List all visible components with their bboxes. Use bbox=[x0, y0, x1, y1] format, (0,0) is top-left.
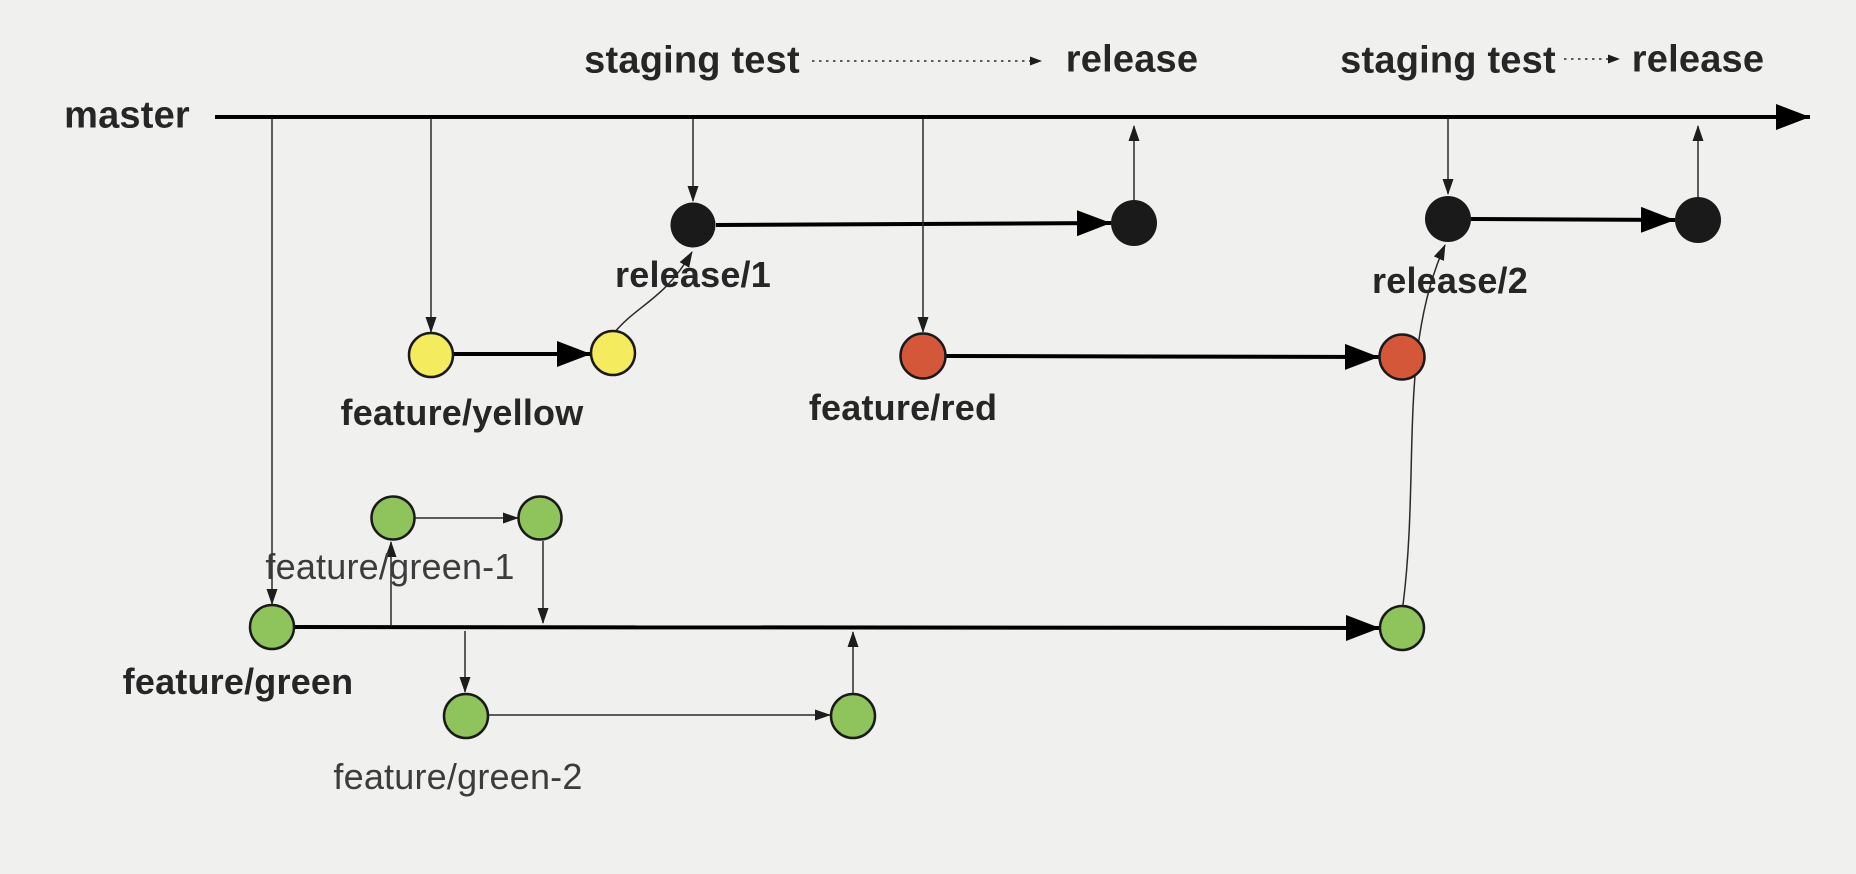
green-commit-dot-1 bbox=[248, 603, 296, 651]
green2-commit-dot-2 bbox=[829, 692, 877, 740]
green1-commit-dot-2 bbox=[517, 495, 563, 541]
release2-commit-dot-1 bbox=[1425, 196, 1471, 242]
yellow-commit-dot-2 bbox=[589, 329, 637, 377]
red-commit-dot-2 bbox=[1378, 333, 1426, 381]
release1-branch-line bbox=[715, 210, 1112, 237]
feature-green-branch-line bbox=[294, 614, 1381, 641]
feature-green-label: feature/green bbox=[122, 661, 354, 702]
feature-green-1-label: feature/green-1 bbox=[265, 546, 515, 587]
green-commit-dot-2 bbox=[1378, 604, 1426, 652]
release-label-1: release bbox=[1065, 38, 1199, 81]
release2-commit-dot-2 bbox=[1675, 197, 1721, 243]
staging-test-label-2: staging test bbox=[1340, 39, 1556, 82]
green2-commit-dot-1 bbox=[442, 692, 490, 740]
feature-yellow-label: feature/yellow bbox=[340, 392, 584, 433]
release1-commit-dot-2 bbox=[1111, 200, 1157, 246]
release1-branch-label: release/1 bbox=[615, 254, 771, 295]
release2-branch-line bbox=[1470, 206, 1676, 233]
release2-branch-label: release/2 bbox=[1372, 260, 1528, 301]
green-to-release2-merge-curve bbox=[1402, 244, 1446, 606]
feature-red-branch-line bbox=[945, 343, 1380, 370]
yellow-commit-dot-1 bbox=[407, 331, 455, 379]
feature-green-2-label: feature/green-2 bbox=[333, 756, 583, 797]
feature-red-label: feature/red bbox=[808, 387, 998, 428]
master-branch-label: master bbox=[64, 94, 190, 137]
release1-commit-dot-1 bbox=[670, 202, 716, 248]
green1-commit-dot-1 bbox=[370, 495, 416, 541]
red-commit-dot-1 bbox=[899, 332, 947, 380]
yellow-to-release1-merge-curve bbox=[613, 251, 693, 334]
release-label-2: release bbox=[1631, 38, 1765, 81]
staging-test-label-1: staging test bbox=[584, 39, 800, 82]
